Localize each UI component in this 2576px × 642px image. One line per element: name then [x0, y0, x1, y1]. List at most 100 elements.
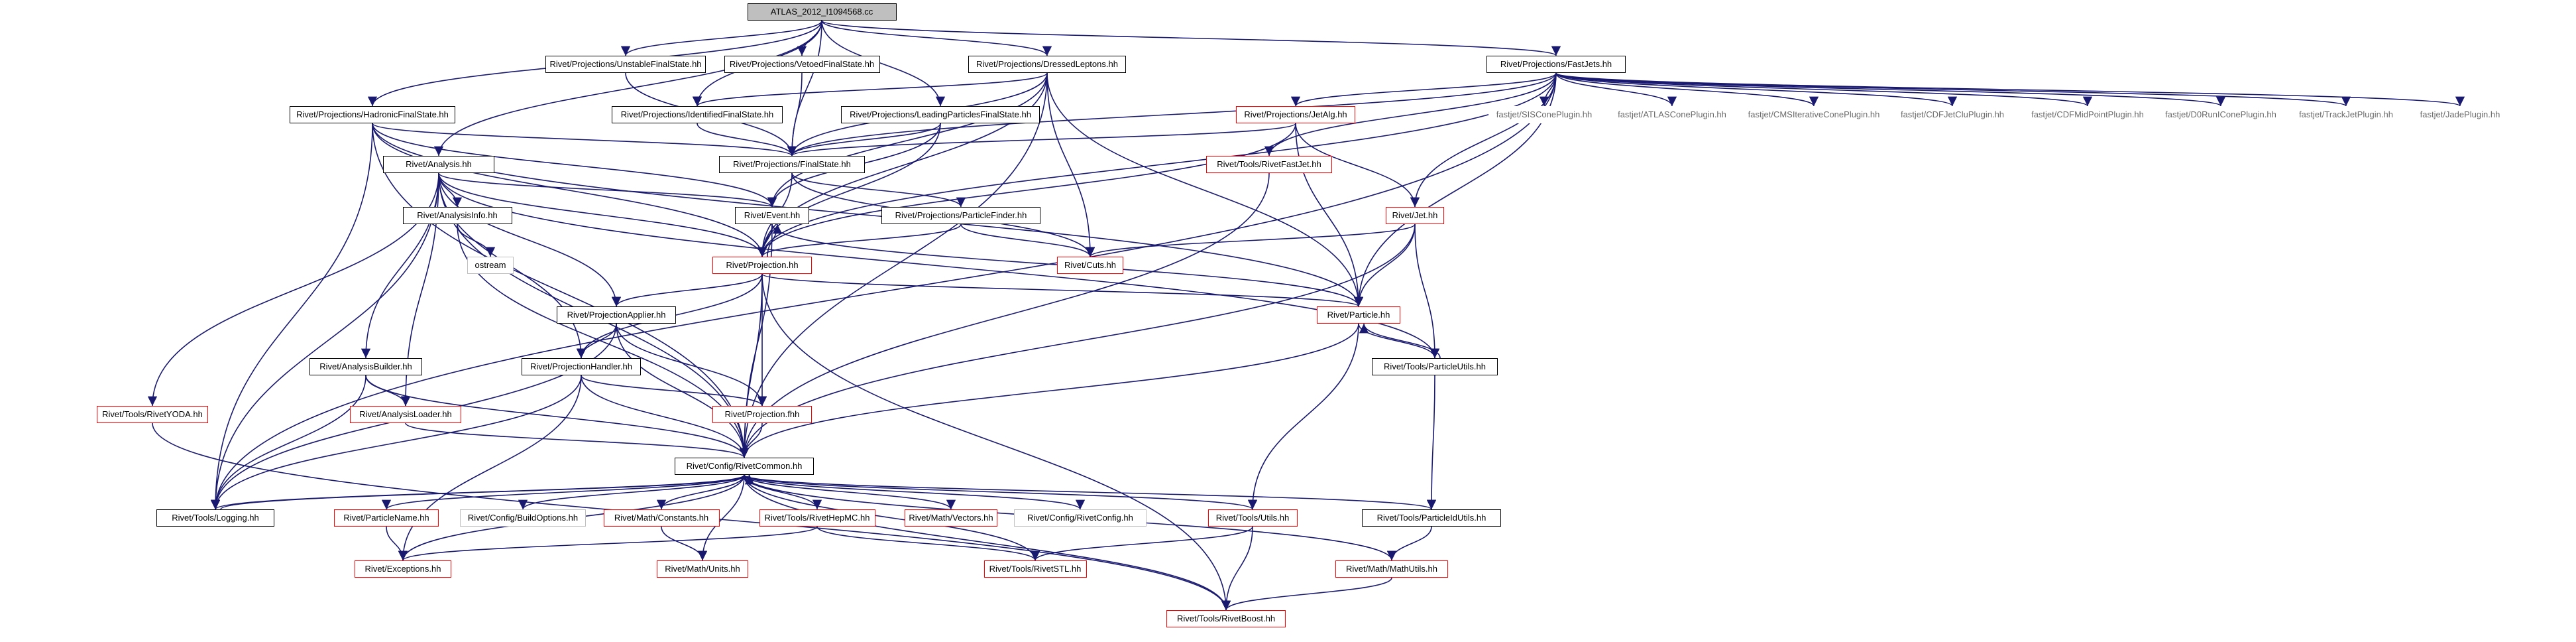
edge-hadronic-to-projection [372, 123, 767, 257]
edge-fastjets-to-cdfjetclu [1555, 72, 1957, 107]
node-math-utils[interactable]: Rivet/Math/MathUtils.hh [1335, 560, 1448, 578]
node-hadronic-final-state[interactable]: Rivet/Projections/HadronicFinalState.hh [290, 106, 455, 123]
edge-leading-to-finalstate [787, 123, 941, 157]
edge-rivetcommon-to-particlename [382, 474, 745, 510]
edge-fastjets-to-projection [757, 72, 1557, 257]
edge-analysis-to-particleutils [438, 172, 1440, 359]
node-particle-finder[interactable]: Rivet/Projections/ParticleFinder.hh [881, 207, 1040, 224]
node-leading-particles-final-state[interactable]: Rivet/Projections/LeadingParticlesFinalS… [841, 106, 1040, 123]
edge-projhandler-to-rivetcommon [581, 375, 750, 458]
node-utils[interactable]: Rivet/Tools/Utils.hh [1207, 509, 1298, 527]
node-rivet-hepmc[interactable]: Rivet/Tools/RivetHepMC.hh [759, 509, 875, 527]
node-rivet-fast-jet[interactable]: Rivet/Tools/RivetFastJet.hh [1206, 156, 1332, 173]
edge-root-to-unstable [620, 20, 822, 56]
node-fast-jets[interactable]: Rivet/Projections/FastJets.hh [1486, 56, 1626, 73]
edge-fastjets-to-jade [1555, 72, 2465, 107]
node-analysis-loader[interactable]: Rivet/AnalysisLoader.hh [350, 406, 461, 423]
node-analysis-builder[interactable]: Rivet/AnalysisBuilder.hh [309, 358, 422, 375]
edge-rivetcommon-to-utils [744, 474, 1257, 510]
edge-analysisbuilder-to-rivetcommon [365, 375, 750, 458]
edge-analysisbuilder-to-logging [210, 375, 366, 510]
node-particle[interactable]: Rivet/Particle.hh [1317, 306, 1400, 324]
edge-analysisloader-to-rivetcommon [405, 422, 749, 458]
edge-root-to-fastjets [821, 20, 1561, 56]
edge-projection-to-event [767, 224, 783, 257]
edge-projhandler-to-logging [210, 375, 582, 510]
node-analysis-info[interactable]: Rivet/AnalysisInfo.hh [402, 207, 512, 224]
node-vetoed-final-state[interactable]: Rivet/Projections/VetoedFinalState.hh [724, 56, 880, 73]
edge-analysis-to-logging [210, 172, 439, 510]
edge-projection-to-rivetcommon [739, 273, 763, 458]
edge-particle-to-rivetcommon [739, 323, 1359, 458]
node-rivet-boost[interactable]: Rivet/Tools/RivetBoost.hh [1166, 610, 1286, 627]
edge-particlefinder-to-cuts [960, 224, 1095, 257]
edge-rivetcommon-to-rivetconfig [744, 474, 1085, 510]
node-projection[interactable]: Rivet/Projection.hh [712, 257, 812, 274]
edge-fastjets-to-logging [210, 72, 1557, 510]
node-track-jet-plugin: fastjet/TrackJetPlugin.hh [2290, 106, 2402, 123]
edge-fastjets-to-fastjetrivet [1264, 72, 1557, 157]
edge-projhandler-to-exceptions [398, 375, 582, 561]
node-math-constants[interactable]: Rivet/Math/Constants.hh [603, 509, 720, 527]
node-rivet-yoda[interactable]: Rivet/Tools/RivetYODA.hh [97, 406, 208, 423]
edge-projapplier-to-projfhh [616, 323, 767, 407]
node-rivet-stl[interactable]: Rivet/Tools/RivetSTL.hh [983, 560, 1087, 578]
edge-rivetcommon-to-vectors [744, 474, 956, 510]
edge-rivethepmc-to-rivetstl [816, 526, 1040, 561]
node-particle-id-utils[interactable]: Rivet/Tools/ParticleIdUtils.hh [1362, 509, 1501, 527]
edge-projection-to-particle [761, 273, 1363, 307]
edge-projhandler-to-projfhh [581, 375, 767, 407]
edge-root-to-leading [821, 20, 946, 107]
edge-dressed-to-event [767, 72, 1048, 208]
node-event[interactable]: Rivet/Event.hh [735, 207, 809, 224]
edge-root-to-dressed [821, 20, 1052, 56]
node-rivet-config: Rivet/Config/RivetConfig.hh [1014, 509, 1147, 527]
node-root-file[interactable]: ATLAS_2012_I1094568.cc [747, 3, 897, 21]
node-cdf-midpoint-plugin: fastjet/CDFMidPointPlugin.hh [2023, 106, 2153, 123]
node-identified-final-state[interactable]: Rivet/Projections/IdentifiedFinalState.h… [612, 106, 783, 123]
edge-jetalg-to-finalstate [787, 123, 1296, 157]
edge-utils-to-rivetstl [1030, 526, 1253, 561]
edge-leading-to-projection [757, 123, 941, 257]
edge-rivetcommon-to-rivetboost [744, 474, 1231, 611]
node-projection-handler[interactable]: Rivet/ProjectionHandler.hh [522, 358, 641, 375]
edge-logging-to-rivetcommon [220, 474, 754, 510]
node-jet-alg[interactable]: Rivet/Projections/JetAlg.hh [1236, 106, 1355, 123]
node-jet[interactable]: Rivet/Jet.hh [1386, 207, 1444, 224]
node-analysis[interactable]: Rivet/Analysis.hh [383, 156, 494, 173]
edge-analysis-to-projection [438, 172, 767, 257]
node-rivet-common[interactable]: Rivet/Config/RivetCommon.hh [675, 458, 814, 475]
node-dressed-leptons[interactable]: Rivet/Projections/DressedLeptons.hh [968, 56, 1126, 73]
node-final-state[interactable]: Rivet/Projections/FinalState.hh [719, 156, 865, 173]
edge-analysis-to-event [438, 172, 777, 208]
node-particle-utils[interactable]: Rivet/Tools/ParticleUtils.hh [1372, 358, 1498, 375]
node-unstable-final-state[interactable]: Rivet/Projections/UnstableFinalState.hh [545, 56, 706, 73]
node-projection-applier[interactable]: Rivet/ProjectionApplier.hh [557, 306, 676, 324]
edge-mathutils-to-rivetboost [1221, 577, 1392, 611]
edge-rivethepmc-to-exceptions [398, 526, 818, 561]
edge-fastjets-to-jet [1410, 72, 1557, 208]
edge-particleidutils-to-mathutils [1386, 526, 1432, 561]
edge-fastjets-to-cmscone [1555, 72, 1819, 107]
edge-fastjets-to-d0run [1555, 72, 2225, 107]
edge-projapplier-to-projhandler [576, 323, 617, 359]
edge-dressed-to-particle [1046, 72, 1364, 307]
node-d0-run-i-cone-plugin: fastjet/D0RunIConePlugin.hh [2158, 106, 2284, 123]
edge-fastjets-to-cdfmid [1555, 72, 2092, 107]
edge-fastjets-to-trackjet [1555, 72, 2351, 107]
node-logging[interactable]: Rivet/Tools/Logging.hh [156, 509, 274, 527]
edge-vetoed-to-finalstate [787, 72, 803, 157]
node-math-units[interactable]: Rivet/Math/Units.hh [657, 560, 748, 578]
edge-rivetcommon-to-rivetstl [744, 474, 1040, 561]
node-exceptions[interactable]: Rivet/Exceptions.hh [355, 560, 451, 578]
node-projection-fhh[interactable]: Rivet/Projection.fhh [712, 406, 812, 423]
edge-hadronic-to-finalstate [372, 123, 797, 157]
edge-projection-to-projapplier [611, 273, 763, 307]
edge-jet-to-cuts [1086, 224, 1416, 257]
node-cuts[interactable]: Rivet/Cuts.hh [1057, 257, 1123, 274]
edge-projfhh-to-rivetcommon [739, 422, 763, 458]
edge-analysisinfo-to-ostream [457, 224, 496, 257]
node-particle-name[interactable]: Rivet/ParticleName.hh [334, 509, 439, 527]
node-math-vectors[interactable]: Rivet/Math/Vectors.hh [905, 509, 997, 527]
edge-rivetcommon-to-particleidutils [744, 474, 1436, 510]
